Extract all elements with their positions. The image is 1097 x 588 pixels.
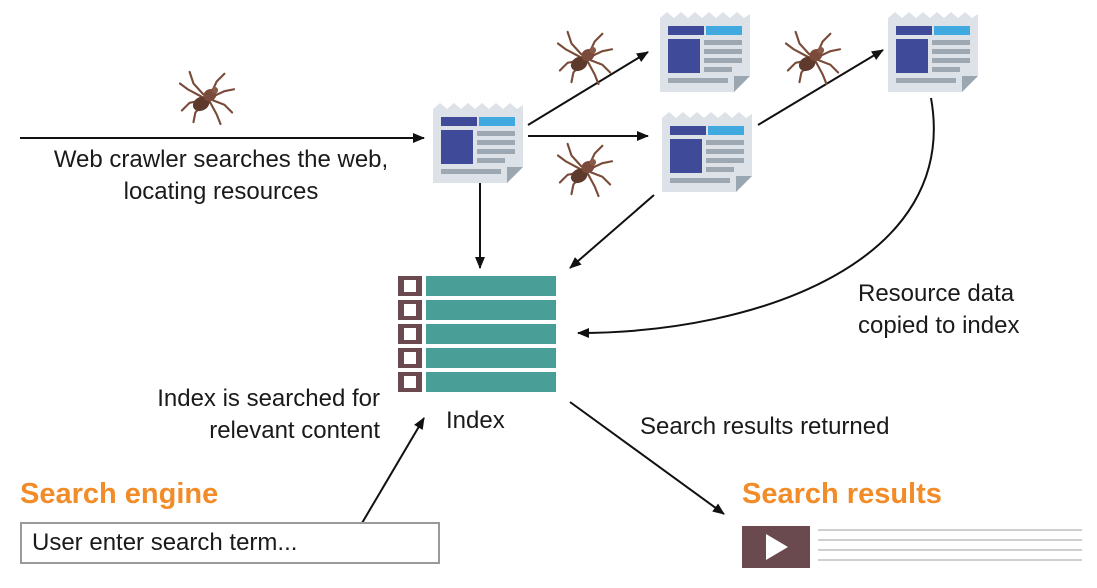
- search-engine-heading: Search engine: [20, 478, 219, 510]
- play-icon: [742, 526, 810, 568]
- index-searched-label: Index is searched for relevant content: [80, 383, 380, 447]
- index-label: Index: [446, 407, 505, 434]
- index-searched-line2: relevant content: [209, 417, 380, 444]
- spider-icon: [784, 30, 842, 86]
- spider-icon: [178, 70, 236, 126]
- search-input[interactable]: User enter search term...: [20, 522, 440, 564]
- arrow-page3-to-page4: [757, 49, 884, 126]
- web-page-icon: [662, 112, 752, 192]
- arrow-user-to-index: [351, 417, 425, 541]
- resource-label: Resource data copied to index: [858, 278, 1019, 342]
- spider-icon: [556, 142, 614, 198]
- results-returned-label: Search results returned: [640, 413, 890, 440]
- web-page-icon: [888, 12, 978, 92]
- arrow-page1-to-page2: [527, 51, 649, 126]
- resource-label-line2: copied to index: [858, 312, 1020, 339]
- arrow-page3-to-index: [569, 194, 655, 269]
- search-results-heading: Search results: [742, 478, 942, 510]
- arrow-index-to-results: [569, 401, 725, 515]
- web-page-icon: [433, 103, 523, 183]
- web-page-icon: [660, 12, 750, 92]
- index-searched-line1: Index is searched for: [157, 385, 380, 412]
- arrow-page4-to-index: [577, 97, 935, 338]
- index-icon: [398, 276, 556, 392]
- crawler-label-line1: Web crawler searches the web,: [53, 146, 389, 173]
- crawler-label-line2: locating resources: [123, 178, 319, 205]
- crawler-label: Web crawler searches the web, locating r…: [26, 144, 416, 208]
- resource-label-line1: Resource data: [858, 280, 1015, 307]
- result-lines: [818, 529, 1082, 561]
- spider-icon: [556, 30, 614, 86]
